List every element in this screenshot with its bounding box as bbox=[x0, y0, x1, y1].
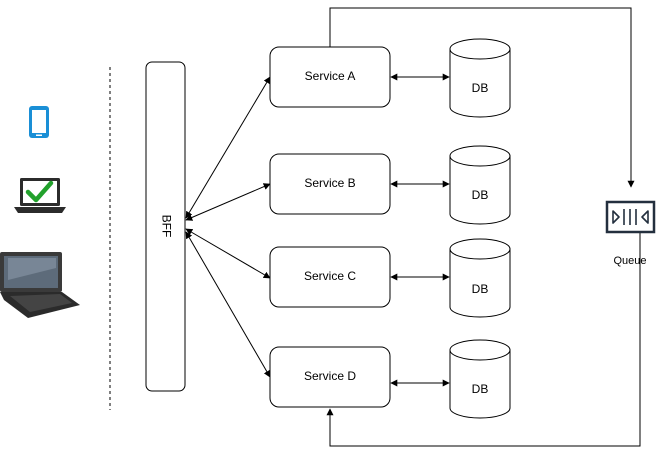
db-b-cylinder[interactable]: DB bbox=[449, 145, 511, 225]
bff-box[interactable]: BFF bbox=[145, 61, 186, 392]
queue-label: Queue bbox=[613, 255, 646, 267]
db-d-cylinder[interactable]: DB bbox=[449, 339, 511, 419]
bff-service-d-arrow bbox=[185, 231, 271, 378]
service-a-label: Service A bbox=[305, 69, 356, 83]
db-a-cylinder[interactable]: DB bbox=[449, 38, 511, 118]
service-d-box[interactable]: Service D bbox=[269, 346, 391, 408]
db-b-label: DB bbox=[472, 188, 489, 202]
service-a-queue-arrow bbox=[329, 7, 635, 188]
laptop-checkmark-icon bbox=[14, 178, 66, 213]
db-d-label: DB bbox=[472, 382, 489, 396]
bff-service-b-arrow bbox=[185, 183, 271, 221]
service-d-label: Service D bbox=[304, 369, 356, 383]
db-c-label: DB bbox=[472, 282, 489, 296]
service-c-label: Service C bbox=[304, 269, 356, 283]
service-a-box[interactable]: Service A bbox=[269, 46, 391, 108]
bff-label: BFF bbox=[159, 215, 173, 238]
queue-icon[interactable] bbox=[605, 200, 656, 234]
bff-service-a-arrow bbox=[185, 76, 271, 219]
service-c-box[interactable]: Service C bbox=[269, 246, 391, 308]
queue-service-d-arrow bbox=[326, 233, 641, 447]
laptop-icon bbox=[0, 252, 80, 318]
service-b-box[interactable]: Service B bbox=[269, 153, 391, 215]
db-c-cylinder[interactable]: DB bbox=[449, 238, 511, 318]
smartphone-icon bbox=[29, 106, 49, 138]
db-a-label: DB bbox=[472, 81, 489, 95]
service-b-label: Service B bbox=[304, 176, 355, 190]
